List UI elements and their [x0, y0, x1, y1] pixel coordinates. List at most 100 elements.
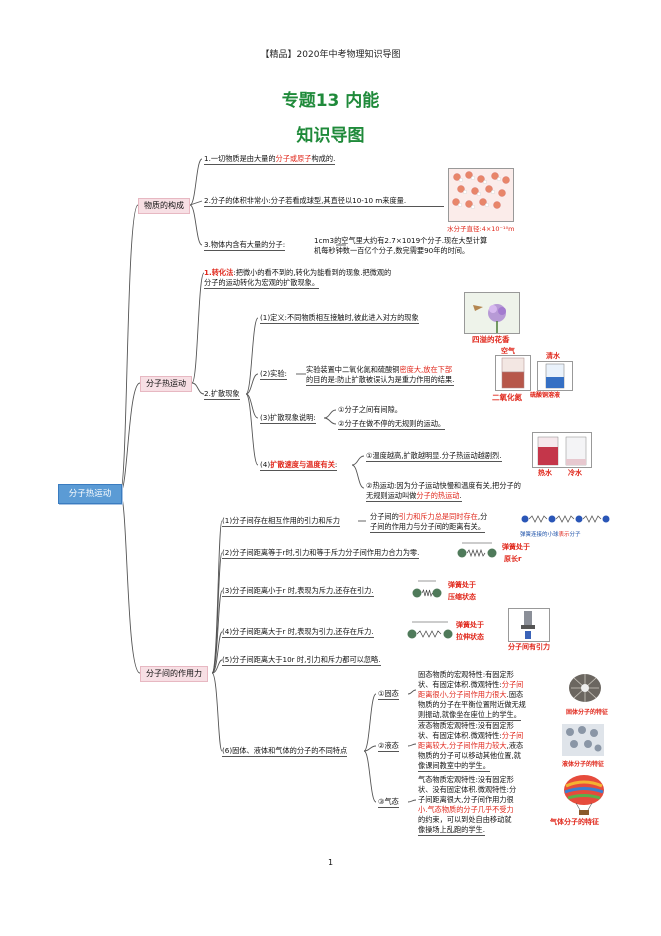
root-node: 分子热运动 — [58, 484, 122, 504]
b1-item-1-pre: 1.一切物质是由大量的 — [204, 154, 276, 163]
b2-sub-2-note-red: 密度大,放在下部 — [399, 365, 453, 374]
spring-stretched-caption-2: 拉伸状态 — [456, 633, 484, 641]
liquid-line-4: 物质的分子可以移动其他位置,就 — [418, 751, 521, 760]
gas-label: ③气态 — [378, 797, 399, 808]
clear-water-caption: 清水 — [546, 352, 560, 360]
branch-intermolecular-force: 分子间的作用力 — [140, 666, 208, 682]
flower-caption: 四溢的花香 — [472, 335, 510, 344]
page-title: 专题13 内能 — [281, 91, 380, 111]
b2-item-2: 2.扩散现象 — [204, 389, 240, 400]
gas-description: 气态物质宏观特性:没有固定形 状、没有固定体积.微观特性:分 子间距离很大,分子… — [418, 775, 548, 836]
b2-sub-4-b-post: . — [459, 491, 462, 500]
copper-sulfate-caption: 硫酸铜溶液 — [530, 392, 561, 399]
spring-chain-caption: 弹簧连接的小球表示分子 — [520, 530, 612, 538]
no2-caption: 二氧化氮 — [492, 393, 522, 402]
b2-item-1-a: :把微小的看不到的,转化为能看到的现象.把微观的 — [233, 268, 392, 277]
b2-item-1-red: 1.转化法 — [204, 268, 234, 277]
hot-water-caption: 热水 — [538, 469, 552, 477]
b3-note-line-2: 子间的作用力与分子间的距离有关。 — [370, 522, 486, 533]
liquid-label: ②液态 — [378, 741, 399, 752]
spring-stretched-caption-1: 弹簧处于 — [456, 621, 484, 629]
branch-matter-composition: 物质的构成 — [138, 198, 190, 214]
b2-sub-3: (3)扩散现象说明: — [260, 413, 316, 424]
b1-item-2: 2.分子的体积非常小:分子若看成球型,其直径以10-10 m来度量. — [204, 196, 444, 207]
b1-item-1-red: 分子或原子 — [275, 154, 312, 163]
b1-item-1: 1.一切物质是由大量的分子或原子构成的. — [204, 154, 336, 165]
b1-item-1-post: 构成的. — [311, 154, 336, 163]
spring-compressed-image — [410, 577, 444, 601]
liquid-molecule-image — [560, 722, 606, 758]
liquid-line-2: 状、有固定体积.微观特性: — [418, 731, 502, 740]
spring-chain-caption-c: 分子 — [569, 532, 581, 538]
spring-stretched-image — [406, 618, 454, 642]
b3-item-5: (5)分子间距离大于10r 时,引力和斥力都可以忽略. — [222, 655, 381, 666]
page-number: 1 — [327, 858, 334, 867]
b3-item-4: (4)分子间距离大于r 时,表现为引力,还存在斥力. — [222, 627, 374, 638]
b2-sub-4: (4)扩散速度与温度有关: — [260, 460, 338, 471]
b2-sub-4-a: ①温度越高,扩散越明显.分子热运动越剧烈. — [366, 451, 502, 462]
spring-compressed-caption-1: 弹簧处于 — [448, 581, 476, 589]
branch-molecular-thermal-motion: 分子热运动 — [140, 376, 192, 392]
b1-item-3-note: 1cm3的空气里大约有2.7×1019个分子.现在大型计算 机每秒钟数一百亿个分… — [314, 236, 487, 256]
b2-sub-2-note-b: 的目的是:防止扩散被误认为是重力作用的结果. — [306, 375, 455, 386]
b2-sub-4-pre: (4) — [260, 460, 271, 469]
flower-image — [464, 292, 520, 334]
gas-caption: 气体分子的特征 — [550, 818, 599, 826]
gas-line-1: 气态物质宏观特性:没有固定形 — [418, 775, 514, 784]
solid-line-4: 物质的分子在平衡位置附近做无规 — [418, 700, 526, 709]
b1-item-3: 3.物体内含有大量的分子: — [204, 240, 286, 251]
b3-note-red: 引力和斥力总是同时存在 — [398, 512, 478, 521]
liquid-caption: 液体分子的特征 — [562, 761, 605, 768]
hot-air-balloon-image — [556, 774, 612, 816]
gas-diffusion-image — [495, 355, 531, 391]
solid-caption: 固体分子的特征 — [566, 709, 609, 716]
b3-item-1-note: 分子间的引力和斥力总是同时存在,分 子间的作用力与分子间的距离有关。 — [370, 512, 487, 533]
solid-molecule-image — [562, 670, 608, 706]
solid-description: 固态物质的宏观特性:有固定形 状、有固定体积.微观特性:分子间 距离很小,分子间… — [418, 670, 548, 721]
b3-note-post: ,分 — [477, 512, 488, 521]
lead-blocks-caption: 分子间有引力 — [508, 643, 550, 651]
b3-item-1: (1)分子间存在相互作用的引力和斥力 — [222, 516, 340, 527]
page-subtitle: 知识导图 — [296, 126, 365, 146]
hot-cold-water-image — [532, 432, 592, 468]
gas-line-4-red: 小.气态物质的分子几乎不受力 — [418, 805, 514, 814]
liquid-line-3-red: 距离较大,分子间作用力较大 — [418, 741, 507, 750]
b2-sub-4-b-pre: 无规则运动叫做 — [366, 491, 417, 500]
spring-original-caption-1: 弹簧处于 — [502, 543, 530, 551]
liquid-line-1: 液态物质宏观特性:没有固定形 — [418, 721, 514, 730]
spring-chain-image: 弹簧连接的小球表示分子 — [520, 510, 612, 538]
spring-original-caption-2: 原长r — [504, 555, 522, 563]
b2-sub-2-note: 实验装置中二氧化氮和硫酸铜密度大,放在下部 的目的是:防止扩散被误认为是重力作用… — [306, 365, 455, 386]
b3-note-pre: 分子间的 — [370, 512, 399, 521]
spring-chain-caption-a: 弹簧连接的小球 — [520, 532, 559, 538]
b2-item-1-b: 分子的运动转化为宏观的扩散现象。 — [204, 278, 320, 289]
gas-line-6: 像操场上乱跑的学生. — [418, 825, 485, 836]
solid-line-3-red: 距离很小,分子间作用力很大 — [418, 690, 507, 699]
page-header: 【精品】2020年中考物理知识导图 — [260, 50, 401, 60]
b2-sub-3-a: ①分子之间有间隙。 — [338, 405, 402, 414]
b2-sub-2: (2)实验: — [260, 369, 287, 380]
solid-line-1: 固态物质的宏观特性:有固定形 — [418, 670, 514, 679]
b1-note-line-1: 1cm3的空气里大约有2.7×1019个分子.现在大型计算 — [314, 236, 488, 245]
b2-sub-4-b-red: 分子的热运动 — [416, 491, 460, 500]
b2-sub-3-b: ②分子在做不停的无规则的运动。 — [338, 419, 446, 430]
b2-sub-1: (1)定义:不同物质相互接触时,彼此进入对方的现象 — [260, 313, 419, 324]
b2-sub-4-b-line-1: ②热运动:因为分子运动快慢和温度有关,把分子的 — [366, 481, 521, 490]
b3-item-2: (2)分子间距离等于r时,引力和等于斥力分子间作用力合力为零. — [222, 548, 420, 559]
spring-compressed-caption-2: 压缩状态 — [448, 593, 476, 601]
solid-label: ①固态 — [378, 689, 399, 700]
b2-sub-4-b: ②热运动:因为分子运动快慢和温度有关,把分子的 无规则运动叫做分子的热运动. — [366, 481, 521, 502]
gas-line-2: 状、没有固定体积.微观特性:分 — [418, 785, 517, 794]
b2-sub-4-red: 扩散速度与温度有关 — [270, 460, 335, 469]
spring-original-image — [456, 540, 498, 560]
gas-line-3: 子间距离很大,分子间作用力很 — [418, 795, 514, 804]
liquid-line-3: ,液态 — [506, 741, 524, 750]
water-molecule-image: 水分子直径:4×10⁻¹⁰m — [447, 168, 515, 233]
spring-chain-caption-b: 表示 — [558, 532, 570, 538]
air-caption: 空气 — [501, 347, 515, 355]
liquid-diffusion-image — [537, 361, 573, 391]
b3-item-3: (3)分子间距离小于r 时,表现为斥力,还存在引力. — [222, 586, 374, 597]
solid-line-2: 状、有固定体积.微观特性: — [418, 680, 502, 689]
b1-note-line-2: 机每秒钟数一百亿个分子,数完需要90年的时间。 — [314, 246, 470, 255]
